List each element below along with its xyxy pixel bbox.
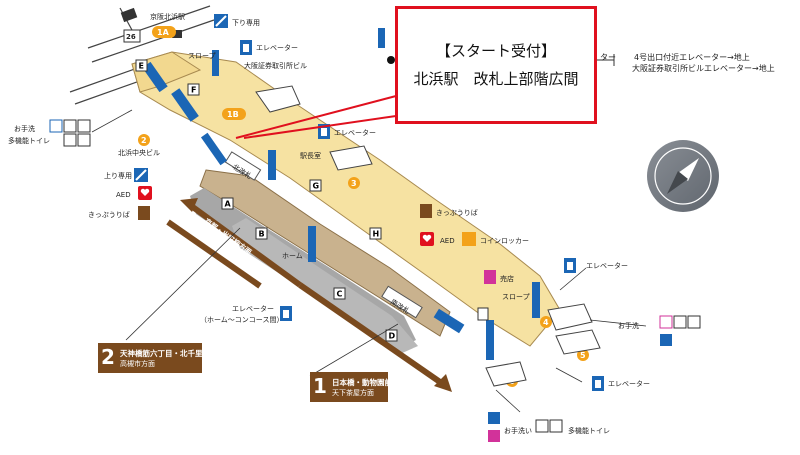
escalator-icon: [134, 14, 228, 182]
svg-text:H: H: [373, 230, 380, 239]
label-down-only: 下り専用: [232, 18, 260, 27]
label-elevator-home: エレベーター: [232, 304, 274, 313]
kiosk-marker: [477, 307, 489, 321]
svg-text:4: 4: [543, 318, 549, 327]
route-prefix: ター: [600, 53, 616, 62]
label-slope-2: スロープ: [502, 293, 530, 301]
platform-track-lower: [232, 218, 418, 354]
platform-1-number: 1: [313, 374, 327, 398]
track-arrow-head: [434, 374, 452, 392]
svg-text:G: G: [313, 182, 320, 191]
svg-text:B: B: [259, 230, 265, 239]
platform-1-destination: 日本橋・動物園前: [332, 378, 392, 387]
callout-location: 北浜駅 改札上部階広間: [413, 70, 579, 88]
label-toilet-right: お手洗: [618, 321, 639, 330]
pillars: [212, 28, 385, 174]
label-kitahama-chuo: 北浜中央ビル: [118, 148, 160, 157]
platform-1-legend: 1 日本橋・動物園前 天下茶屋方面: [310, 372, 392, 402]
label-toilet-left-1: お手洗: [14, 124, 35, 133]
label-ticket-1: きっぷうりば: [88, 210, 130, 219]
label-coin-locker: コインロッカー: [480, 237, 529, 245]
svg-text:5: 5: [580, 351, 586, 360]
start-reception-callout: 【スタート受付】 北浜駅 改札上部階広間: [395, 6, 597, 124]
svg-text:E: E: [139, 62, 144, 71]
label-aed-2: AED: [440, 237, 455, 245]
escalators: [142, 61, 540, 360]
aed-icon: [138, 186, 434, 246]
svg-text:D: D: [389, 332, 396, 341]
label-toilet-bottom-multi: 多機能トイレ: [568, 426, 610, 435]
concourse-left-wing: [131, 51, 202, 93]
route-leader: [597, 54, 615, 66]
elevator-icon: [240, 40, 604, 391]
label-aed-1: AED: [116, 191, 131, 199]
route-line-1: 4号出口付近エレベーター→地上: [634, 53, 750, 62]
svg-text:C: C: [337, 290, 343, 299]
svg-text:1B: 1B: [227, 110, 239, 119]
track-arrows: [188, 202, 442, 385]
label-elevator-top: エレベーター: [256, 43, 298, 52]
label-slope: スロープ: [188, 52, 216, 60]
label-home: ホーム: [282, 252, 303, 260]
svg-text:2: 2: [141, 136, 147, 145]
locker-icon: [462, 232, 476, 246]
svg-text:3: 3: [351, 179, 357, 188]
label-elevator-right: エレベーター: [586, 261, 628, 270]
elevator-route-note: ター 4号出口付近エレベーター→地上 大阪証券取引所ビルエレベーター→地上: [600, 52, 775, 74]
platform-1-direction: 天下茶屋方面: [332, 389, 374, 397]
kiosk-icon: [484, 270, 496, 284]
track-arrow-head: [180, 198, 198, 212]
surface-stairs: [255, 85, 601, 387]
label-keihan: 京阪北浜駅: [150, 12, 185, 21]
toilet-icon: [49, 119, 701, 442]
callout-title: 【スタート受付】: [435, 42, 556, 60]
gate-markers: E F A B C D G H: [135, 59, 398, 342]
label-osaka-bldg: 大阪証券取引所ビル: [244, 61, 307, 70]
label-station-office: 駅長室: [300, 151, 321, 160]
platform-2-destination: 天神橋筋六丁目・北千里: [120, 349, 203, 358]
location-dot: [387, 56, 395, 64]
svg-text:1A: 1A: [157, 28, 170, 37]
label-elevator-mid: エレベーター: [334, 128, 376, 137]
platform-2-number: 2: [101, 345, 115, 369]
leader-lines: [91, 109, 647, 413]
route-line-2: 大阪証券取引所ビルエレベーター→地上: [632, 64, 775, 73]
svg-text:F: F: [191, 86, 196, 95]
label-elevator-home-sub: （ホーム〜コンコース間）: [200, 316, 283, 324]
label-ticket-2: きっぷうりば: [436, 208, 478, 217]
label-up-only: 上り専用: [104, 171, 132, 180]
exit-26-label: 26: [126, 33, 136, 41]
platform-2-legend: 2 天神橋筋六丁目・北千里 高槻市方面: [98, 343, 203, 373]
exit-26-box: [123, 29, 141, 43]
compass-icon: [647, 140, 719, 212]
label-toilet-left-2: 多機能トイレ: [8, 136, 50, 145]
callout-pointer: [235, 95, 397, 139]
label-kiosk: 売店: [500, 274, 514, 283]
label-toilet-bottom: お手洗い: [504, 426, 532, 435]
label-elevator-bottom-right: エレベーター: [608, 379, 650, 388]
ticket-icon: [138, 204, 432, 220]
platform-2-direction: 高槻市方面: [120, 360, 155, 368]
street-stairs: [120, 7, 182, 38]
svg-text:A: A: [225, 200, 232, 209]
map-labels: 京阪北浜駅 下り専用 スロープ エレベーター 大阪証券取引所ビル 北浜中央ビル …: [8, 12, 650, 435]
